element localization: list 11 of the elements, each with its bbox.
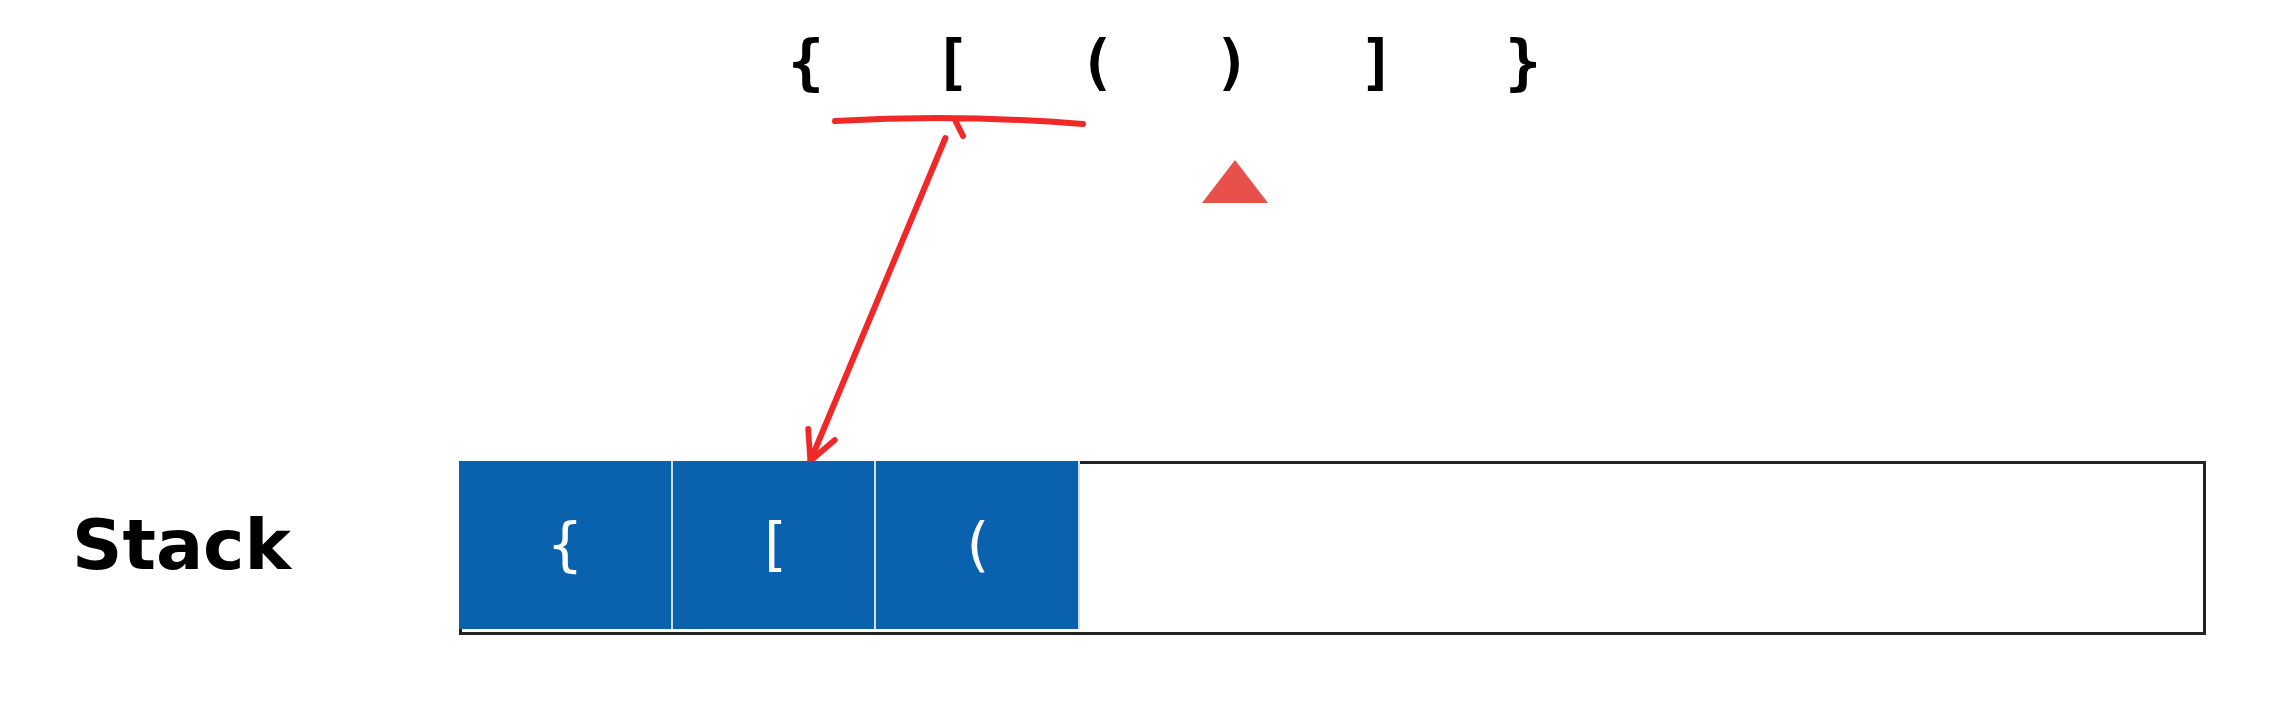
bracket-char: ]	[1347, 30, 1407, 94]
stack-label: Stack	[72, 510, 292, 580]
stack-cell: {	[459, 461, 673, 629]
bracket-char: }	[1493, 30, 1553, 94]
stack-cell: [	[673, 461, 876, 629]
stack-cell: (	[876, 461, 1080, 629]
bracket-char: [	[922, 30, 982, 94]
bracket-char: (	[1067, 30, 1127, 94]
bracket-char: )	[1202, 30, 1262, 94]
stack-bar	[459, 461, 2206, 635]
bracket-char: {	[776, 30, 836, 94]
